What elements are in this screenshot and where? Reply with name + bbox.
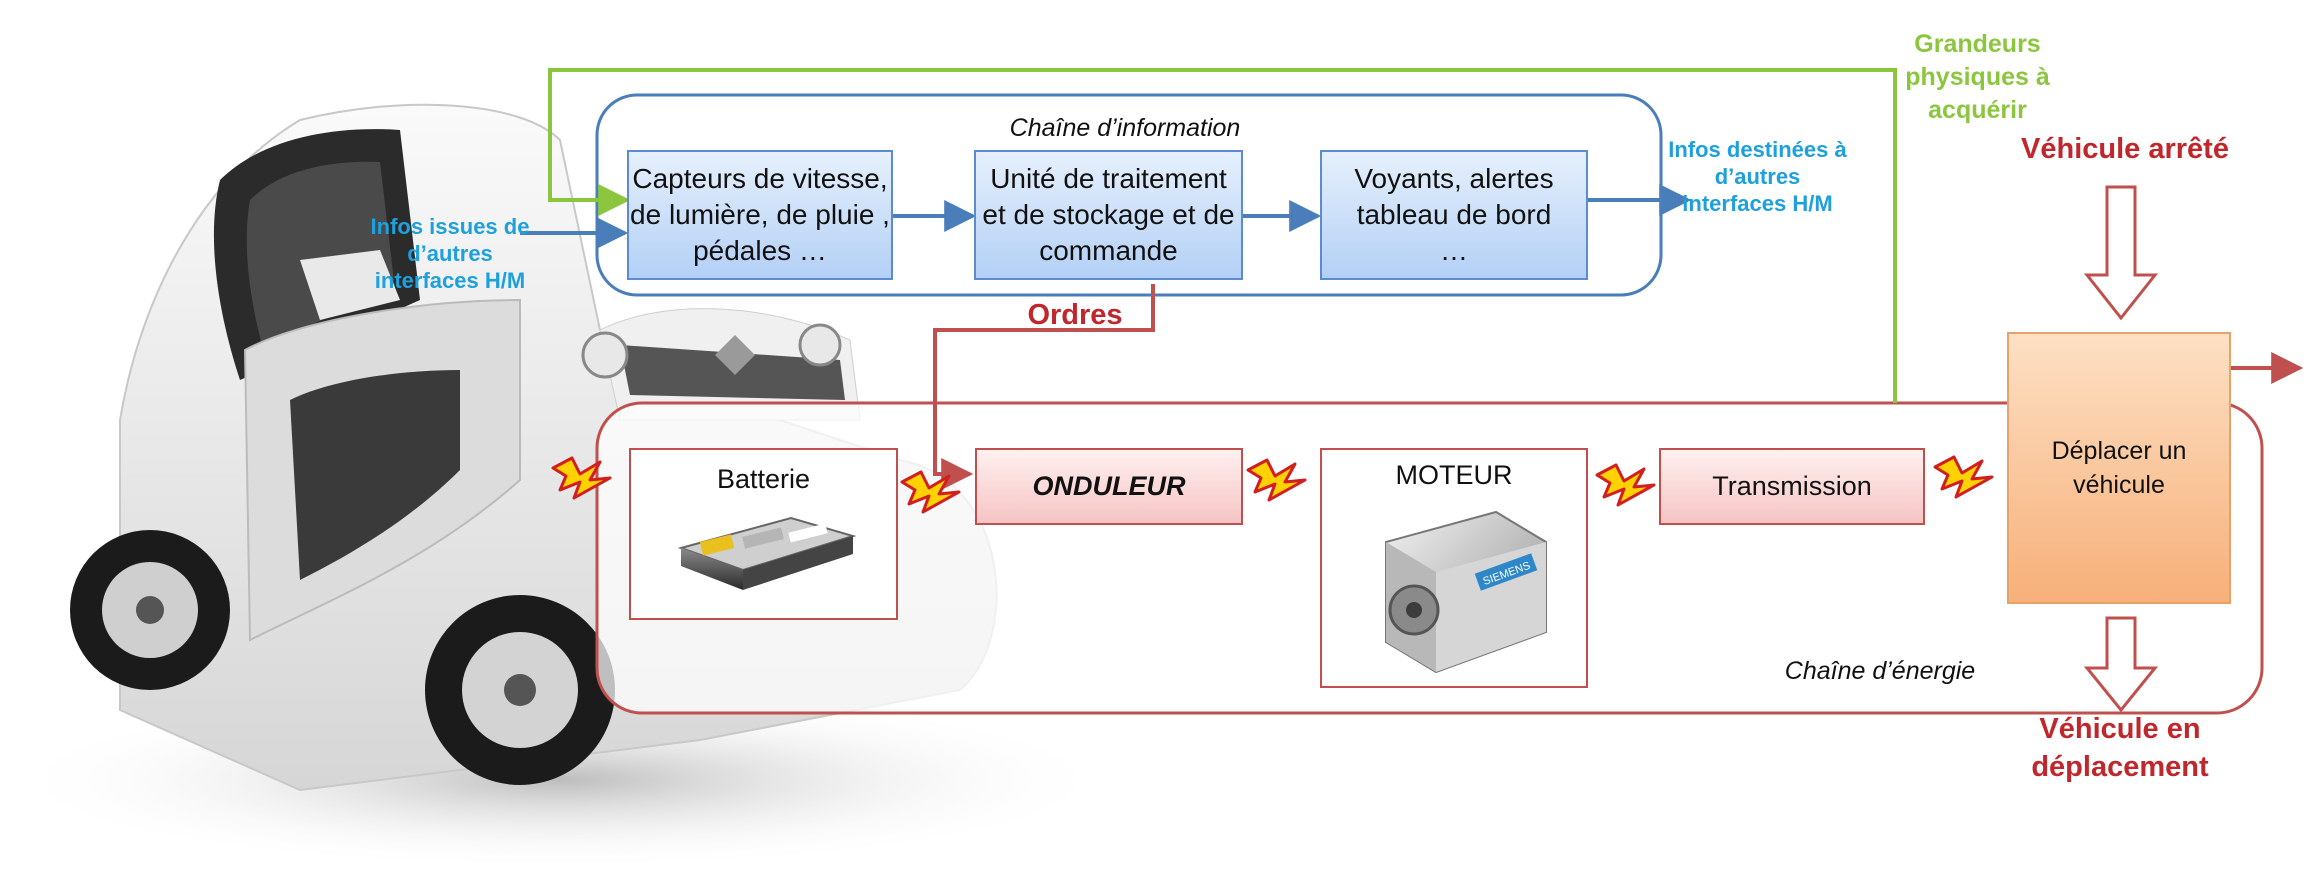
sensors-box: Capteurs de vitesse, de lumière, de plui… <box>627 150 893 280</box>
lightning-icon <box>1246 458 1307 502</box>
vehicle-stopped-label: Véhicule arrêté <box>2021 133 2229 165</box>
infos-in-label: Infos issues de d’autres interfaces H/M <box>370 214 530 293</box>
battery-box: Batterie <box>629 448 898 620</box>
processing-unit-label: Unité de traitement et de stockage et de… <box>982 163 1235 266</box>
dashboard-box: Voyants, alertes tableau de bord … <box>1320 150 1588 280</box>
battery-image <box>677 516 857 590</box>
orders-label: Ordres <box>1027 299 1123 331</box>
info-chain-title: Chaîne d’information <box>1009 114 1241 142</box>
processing-unit-box: Unité de traitement et de stockage et de… <box>974 150 1243 280</box>
function-box: Déplacer un véhicule <box>2007 332 2231 604</box>
sensors-label: Capteurs de vitesse, de lumière, de plui… <box>630 163 890 266</box>
infos-out-label: Infos destinées à d’autres interfaces H/… <box>1668 137 1847 216</box>
lightning-icon <box>551 456 612 500</box>
lightning-icon <box>1595 463 1656 507</box>
motor-label: MOTEUR <box>1395 460 1513 490</box>
energy-chain-title: Chaîne d’énergie <box>1784 657 1976 685</box>
transmission-label: Transmission <box>1712 471 1872 501</box>
motor-box: MOTEUR SIEMENS <box>1320 448 1588 688</box>
function-label: Déplacer un véhicule <box>2051 437 2187 499</box>
transmission-box: Transmission <box>1659 448 1925 525</box>
lightning-icon <box>1933 455 1994 499</box>
inverter-box: ONDULEUR <box>975 448 1243 525</box>
grandeurs-label: Grandeurs physiques à acquérir <box>1905 30 2050 124</box>
dashboard-label: Voyants, alertes tableau de bord … <box>1354 163 1554 266</box>
vehicle-moving-label: Véhicule en déplacement <box>2031 713 2209 783</box>
battery-label: Batterie <box>716 464 811 494</box>
inverter-label: ONDULEUR <box>1032 471 1186 501</box>
car-illustration <box>0 103 1120 870</box>
motor-image: SIEMENS <box>1385 510 1547 674</box>
lightning-icon <box>900 470 961 514</box>
